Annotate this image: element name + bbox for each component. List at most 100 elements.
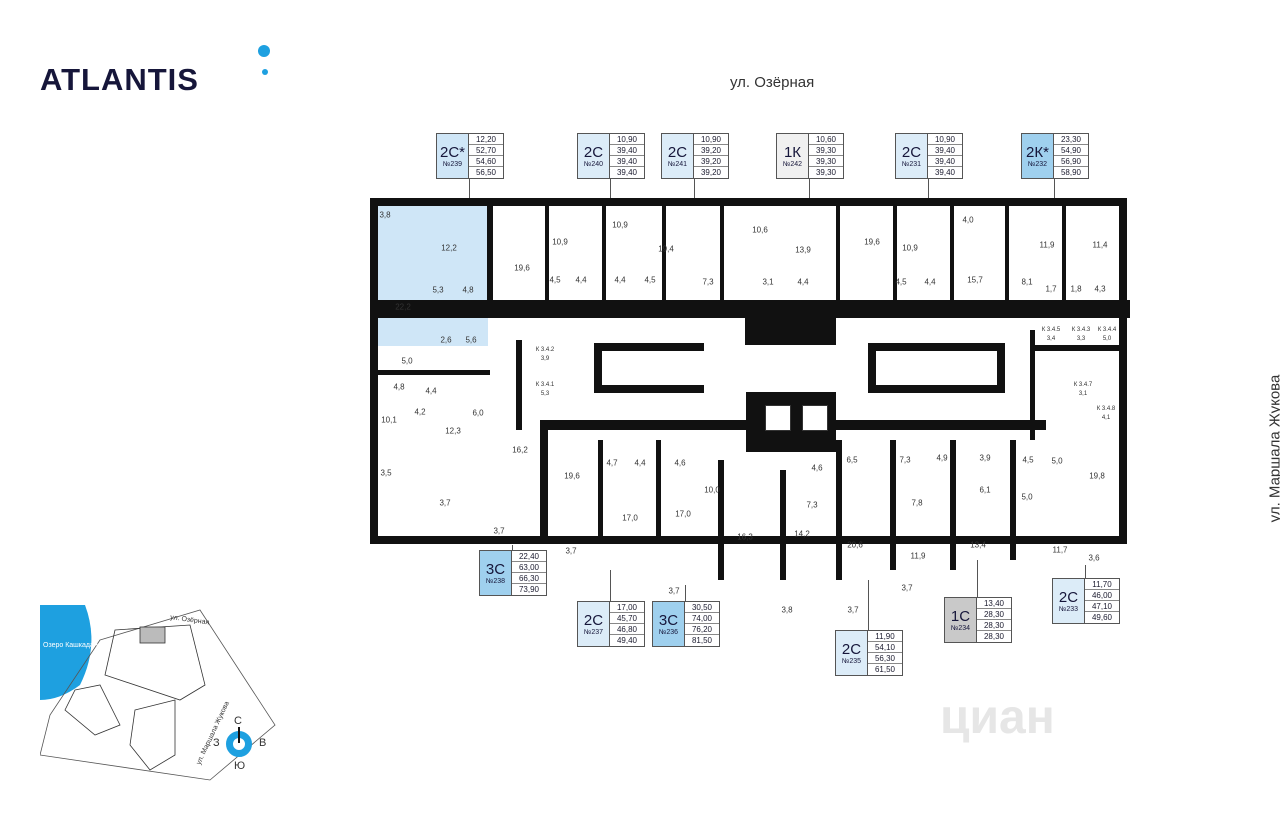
wall: [1030, 330, 1035, 440]
apartment-type: 2К*: [1026, 144, 1049, 161]
wall: [594, 343, 704, 351]
elevator-shaft: [802, 405, 828, 431]
area-value: 52,70: [469, 145, 503, 156]
area-value: 56,90: [1054, 156, 1088, 167]
room-area-label: 6,0: [472, 408, 484, 418]
area-value: 54,10: [868, 642, 902, 653]
room-area-label: 2,6: [440, 335, 452, 345]
wall: [594, 343, 602, 393]
area-value: 46,80: [610, 624, 644, 635]
apartment-number: №241: [667, 161, 688, 168]
room-area-label: 7,3: [702, 277, 714, 287]
area-value: 58,90: [1060, 168, 1082, 177]
apartment-number: №231: [901, 161, 922, 168]
room-area-label: 4,5: [1022, 455, 1034, 465]
room-area-label: 16,2: [512, 445, 528, 455]
leader-line: [694, 179, 695, 198]
room-area-label: 3,9: [979, 453, 991, 463]
area-value: 39,40: [928, 156, 962, 167]
apartment-type: 1С: [950, 608, 971, 625]
wall: [602, 206, 606, 301]
room-area-label: 5,0: [1051, 456, 1063, 466]
area-value: 17,00: [610, 602, 644, 613]
room-area-label: 3,1: [762, 277, 774, 287]
area-value: 22,40: [512, 551, 546, 562]
site-boundary: [40, 609, 276, 781]
room-area-label: 4,4: [797, 277, 809, 287]
room-area-label: 4,8: [462, 285, 474, 295]
area-value: 76,20: [685, 624, 719, 635]
room-area-label: 7,3: [806, 500, 818, 510]
area-value: 61,50: [874, 665, 896, 674]
wall: [1035, 345, 1127, 351]
apartment-number: №238: [485, 578, 506, 585]
room-area-label: 3,7: [439, 498, 451, 508]
wall: [540, 420, 548, 544]
storage-area: 5,0: [1102, 336, 1112, 342]
room-area-label: 20,6: [847, 540, 863, 550]
highlighted-apartment-239[interactable]: [378, 206, 488, 346]
apartment-type: 2С*: [439, 144, 465, 161]
area-value: 49,60: [1091, 613, 1113, 622]
watermark: циан: [940, 691, 1055, 744]
wall: [836, 440, 842, 580]
area-value: 39,40: [616, 168, 638, 177]
room-area-label: 19,6: [564, 471, 580, 481]
room-area-label: 4,5: [644, 275, 656, 285]
area-value: 28,30: [977, 620, 1011, 631]
storage-area: 3,4: [1046, 336, 1056, 342]
room-area-label: 11,9: [1039, 240, 1055, 250]
building-block: [129, 699, 176, 771]
area-value: 11,70: [1085, 579, 1119, 590]
wall: [1005, 206, 1009, 301]
room-area-label: 3,8: [781, 605, 793, 615]
room-area-label: 5,0: [1021, 492, 1033, 502]
room-area-label: 3,8: [379, 210, 391, 220]
area-value: 10,90: [694, 134, 728, 145]
building-block: [104, 624, 206, 701]
area-value: 56,30: [868, 653, 902, 664]
room-area-label: 17,0: [675, 509, 691, 519]
apartment-type-box: 2К*№232: [1022, 134, 1054, 178]
storage-area: 3,1: [1078, 391, 1088, 397]
room-area-label: 3,5: [380, 468, 392, 478]
area-value: 39,20: [694, 156, 728, 167]
room-area-label: 16,3: [737, 532, 753, 542]
room-area-label: 3,7: [847, 605, 859, 615]
room-area-label: 10,0: [704, 485, 720, 495]
wall: [950, 440, 956, 570]
room-area-label: 3,6: [1088, 553, 1100, 563]
area-value: 45,70: [610, 613, 644, 624]
room-area-label: 4,8: [393, 382, 405, 392]
apartment-type: 3С: [658, 612, 679, 629]
apartment-type: 2С: [583, 612, 604, 629]
apartment-number: №240: [583, 161, 604, 168]
wall: [836, 420, 1046, 430]
apartment-type: 2С: [841, 641, 862, 658]
room-area-label: 4,4: [425, 386, 437, 396]
apartment-type: 2С: [583, 144, 604, 161]
